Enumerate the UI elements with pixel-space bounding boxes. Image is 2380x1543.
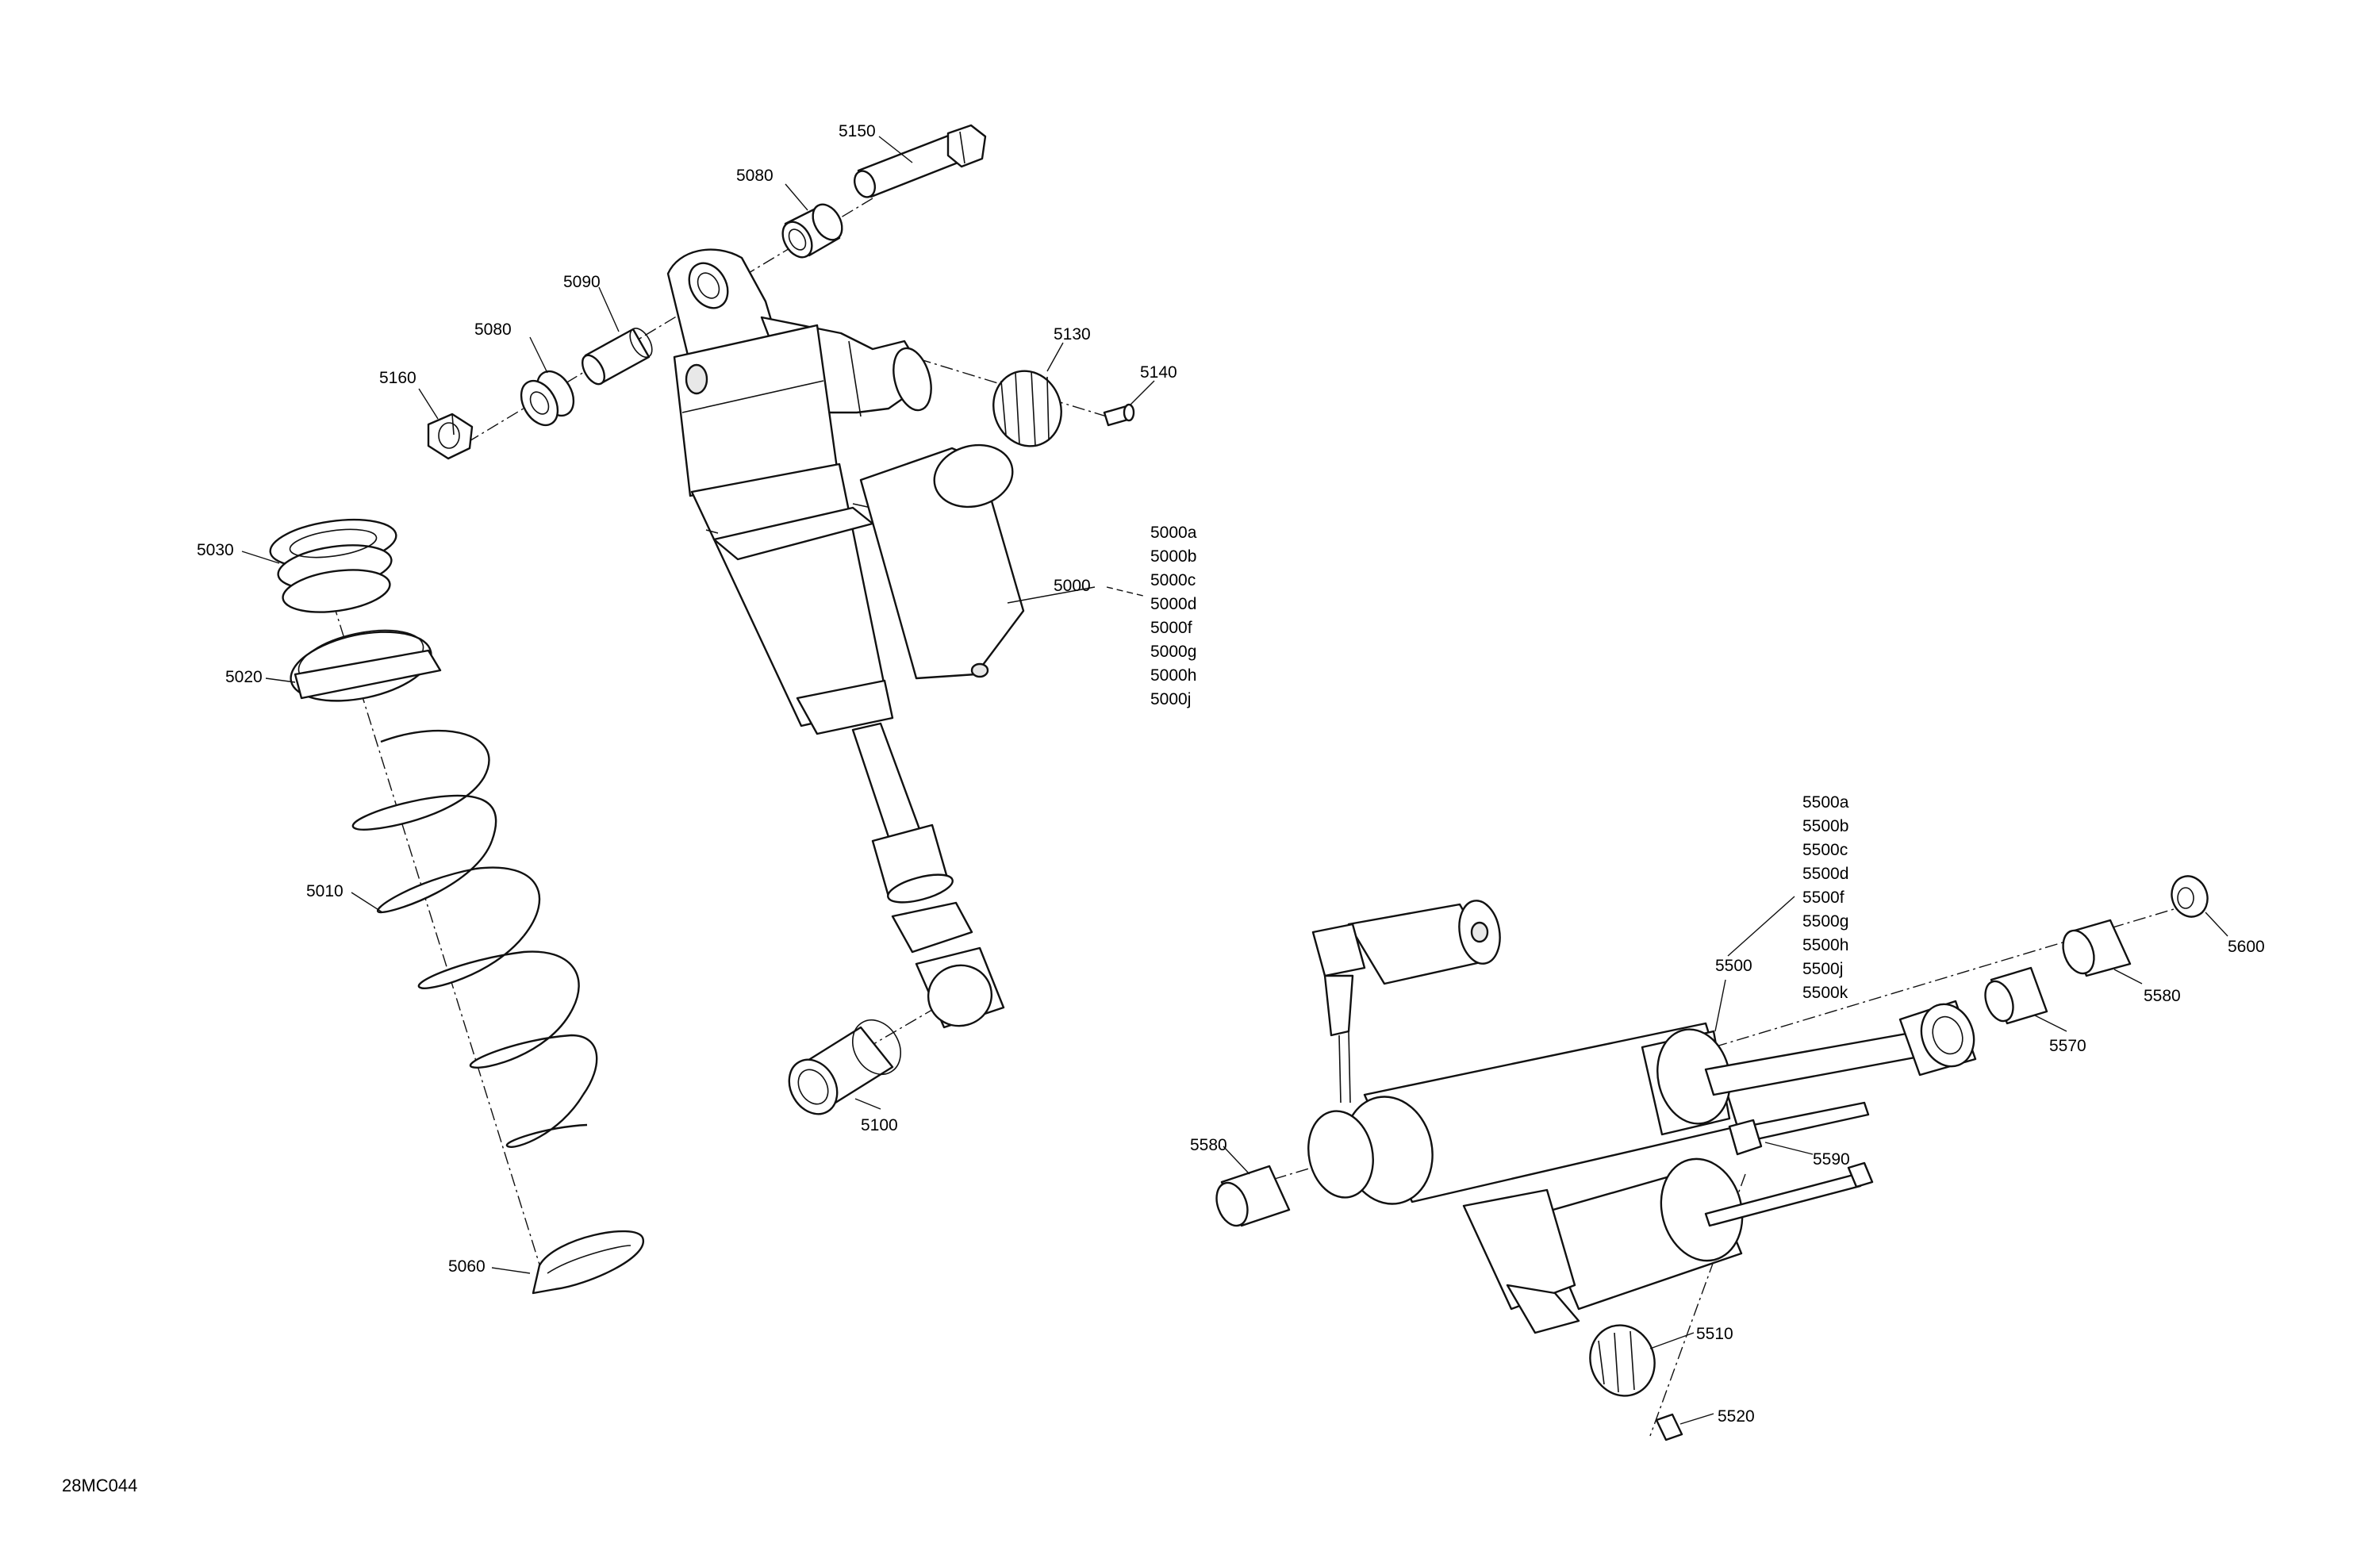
retainer-5030: [269, 518, 397, 613]
callout-5060: 5060: [448, 1257, 486, 1276]
callout-5600: 5600: [2228, 938, 2265, 956]
nut-5600: [2171, 875, 2209, 918]
variant-5000g: 5000g: [1150, 643, 1196, 661]
spacer-5570: [1984, 966, 2048, 1025]
callout-5100: 5100: [861, 1116, 898, 1134]
callout-5000: 5000: [1054, 577, 1091, 595]
nut-5160: [427, 413, 474, 460]
rear-shock-body-5500: [1307, 1000, 1977, 1334]
front-variant-list: 5000a 5000b 5000c 5000d 5000f 5000g 5000…: [1150, 524, 1197, 708]
variant-5500a: 5500a: [1802, 793, 1849, 812]
variant-5000f: 5000f: [1150, 619, 1192, 637]
callout-5590: 5590: [1813, 1150, 1850, 1169]
callout-5160: 5160: [379, 369, 416, 387]
callout-labels: 5150 5080 5090 5080 5160 5130 5140 5030 …: [197, 122, 2265, 1426]
variant-5500g: 5500g: [1802, 912, 1848, 931]
spring-5010: [351, 729, 598, 1148]
rear-leader-lines: [1223, 896, 2228, 1425]
sleeve-5090: [581, 328, 653, 386]
callout-5500: 5500: [1715, 957, 1752, 975]
knob-5130: [992, 370, 1062, 447]
callout-5030: 5030: [197, 541, 234, 559]
variant-5000j: 5000j: [1150, 690, 1191, 708]
variant-5000b: 5000b: [1150, 547, 1196, 566]
shock-body-5000: [666, 248, 1025, 1029]
rear-shock-assembly: [1215, 875, 2228, 1441]
ring-5020: [290, 629, 442, 702]
bushing-5100: [788, 1019, 901, 1115]
variant-5500f: 5500f: [1802, 889, 1844, 907]
bushing-5080-lower: [520, 370, 575, 427]
clip-5060: [532, 1230, 644, 1295]
callout-5580-right: 5580: [2144, 987, 2181, 1005]
variant-5000d: 5000d: [1150, 595, 1196, 613]
variant-5000c: 5000c: [1150, 571, 1196, 589]
bushing-5580-right: [2062, 919, 2132, 977]
rear-variant-list: 5500a 5500b 5500c 5500d 5500f 5500g 5500…: [1802, 793, 1849, 1002]
callout-5510: 5510: [1696, 1325, 1733, 1343]
variant-5500h: 5500h: [1802, 936, 1848, 954]
front-shock-assembly: [241, 124, 1155, 1295]
variant-5500k: 5500k: [1802, 984, 1848, 1002]
variant-5500d: 5500d: [1802, 865, 1848, 883]
drawing-code: 28MC044: [62, 1476, 137, 1495]
bolt-5150: [853, 124, 987, 198]
callout-5570: 5570: [2049, 1037, 2086, 1055]
callout-5090: 5090: [563, 273, 601, 291]
bushing-5580-left: [1215, 1165, 1291, 1227]
callout-5080-top: 5080: [736, 167, 774, 185]
front-leader-lines: [241, 136, 1155, 1274]
callout-5150: 5150: [839, 122, 876, 140]
knob-5510: [1589, 1324, 1656, 1397]
callout-5130: 5130: [1054, 325, 1091, 344]
callout-5520: 5520: [1718, 1407, 1755, 1426]
screw-5140: [1103, 403, 1135, 427]
variant-5000h: 5000h: [1150, 666, 1196, 685]
variant-5500b: 5500b: [1802, 817, 1848, 835]
bolt-5590: [1728, 1101, 1870, 1156]
rear-reservoir: [1311, 900, 1501, 1104]
variant-5000a: 5000a: [1150, 524, 1197, 542]
callout-5020: 5020: [225, 668, 263, 686]
variant-5500j: 5500j: [1802, 960, 1843, 978]
callout-5010: 5010: [306, 882, 344, 900]
callout-5580-left: 5580: [1190, 1136, 1227, 1154]
bushing-5080-top: [781, 203, 843, 259]
callout-5080-lower: 5080: [474, 320, 512, 339]
variant-5500c: 5500c: [1802, 841, 1848, 859]
screw-5520: [1655, 1413, 1683, 1441]
callout-5140: 5140: [1140, 363, 1177, 382]
